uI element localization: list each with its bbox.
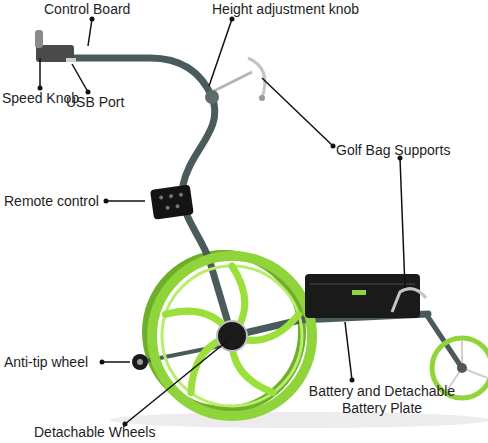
anti-tip-wheel [132,354,148,370]
remote-button [179,192,184,197]
wheel-spokes [165,266,298,393]
main-wheel-rim [162,266,302,406]
height-knob [205,90,219,104]
leader-line [400,158,405,288]
leader-dot [90,17,95,22]
leader-line [262,78,333,146]
part-label: Golf Bag Supports [336,142,450,159]
part-label: Remote control [4,193,99,210]
remote-button [165,205,170,210]
leader-line [125,342,226,424]
part-label: Anti-tip wheel [4,354,88,371]
remote-button [159,195,164,200]
remote-button [175,204,180,209]
leader-dot [350,378,355,383]
leader-line [102,361,130,363]
part-label: Control Board [44,1,130,18]
leader-dot [86,90,91,95]
leader-dot [331,144,336,149]
battery-strap [310,283,415,285]
leader-line [106,200,145,202]
usb-port [66,58,76,62]
leader-dot [38,86,43,91]
bag-support-bottom [392,289,426,312]
leader-line [209,19,232,86]
leader-line [88,19,92,46]
remote-control [150,184,194,219]
battery-logo [352,290,366,295]
leader-dots [38,17,403,427]
leader-line [39,58,41,88]
leader-dot [100,360,105,365]
bag-support-arm [212,72,252,92]
battery-pack [305,274,420,318]
part-label: Detachable Wheels [34,424,155,441]
leader-dot [104,199,109,204]
main-frame [182,97,232,336]
front-hub [457,363,467,373]
part-label: Height adjustment knob [212,1,359,18]
leader-line [72,64,88,92]
anti-tip-hub [137,359,143,365]
part-label: Battery and Detachable Battery Plate [288,383,476,417]
ground-shadow [110,412,488,428]
main-wheel-tire [152,256,312,416]
remote-body [150,184,194,219]
bag-strap-clip [259,95,265,101]
leader-line [345,322,352,380]
speed-knob [35,30,43,48]
leader-dot [230,17,235,22]
leader-lines [40,19,405,424]
remote-button [169,194,174,199]
part-label: USB Port [66,94,124,111]
